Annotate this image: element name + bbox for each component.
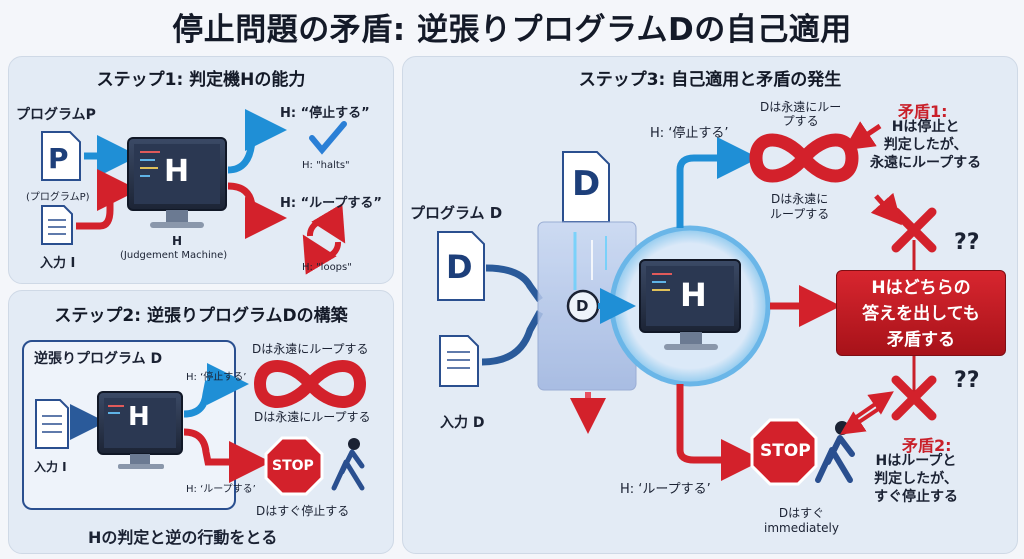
step3-infinity-icon xyxy=(749,133,859,183)
step2-box-title: 逆張りプログラム D xyxy=(34,351,163,367)
step2-loop-branch: H: ‘ループする’ xyxy=(186,484,256,495)
step3-machine-letter: H xyxy=(680,276,707,314)
step3-monitor-icon xyxy=(639,259,741,350)
step3-program-label: プログラム D xyxy=(410,204,503,222)
step3-title: ステップ3: 自己適用と矛盾の発生 xyxy=(578,70,842,90)
step2-footer: Hの判定と逆の行動をとる xyxy=(88,528,278,547)
step3-program-doc-icon xyxy=(437,231,485,301)
step1-title: ステップ1: 判定機Hの能力 xyxy=(96,70,306,90)
step1-machine-name: H xyxy=(172,234,183,248)
cross-icon-top xyxy=(891,207,937,253)
step2-stop-text: STOP xyxy=(272,458,314,474)
step1-halts-caption: H: "halts" xyxy=(302,160,350,171)
step2-halt-branch: H: ‘停止する’ xyxy=(186,372,247,383)
step3-doc-letter-big: D xyxy=(446,248,473,286)
step1-program-doc-icon xyxy=(41,131,81,181)
step3-loop-mid-caption: Dは永遠に ループする xyxy=(770,192,830,221)
step3-loop-branch: H: ‘ループする’ xyxy=(620,482,711,497)
question-marks-top: ?? xyxy=(954,230,980,255)
step1-monitor-icon xyxy=(127,137,227,228)
step3-input-label: 入力 D xyxy=(440,415,485,431)
step2-running-person-icon xyxy=(331,438,365,491)
step1-program-label: プログラムP xyxy=(16,107,96,123)
step1-input-doc-icon xyxy=(41,205,73,245)
step1-program-letter: P xyxy=(48,142,69,175)
step2-loop-caption-bottom: Dは永遠にループする xyxy=(254,410,371,424)
main-title: 停止問題の矛盾: 逆張りプログラムDの自己適用 xyxy=(172,12,852,48)
loop-arrows-icon xyxy=(302,203,346,275)
contradiction1-body: Hは停止と 判定したが、 永遠にループする xyxy=(870,119,982,171)
step2-panel: ステップ2: 逆張りプログラムDの構築 xyxy=(8,290,394,554)
step1-loops-label: H: “ループする” xyxy=(280,196,382,211)
step2-machine-letter: H xyxy=(128,402,150,432)
step1-halts-label: H: “停止する” xyxy=(280,106,370,121)
contradiction-result-box: Hはどちらの 答えを出しても 矛盾する xyxy=(836,270,1006,356)
step2-stop-sign xyxy=(264,436,324,496)
step3-doc-letter: D xyxy=(572,164,601,204)
question-marks-bottom: ?? xyxy=(954,368,980,393)
step1-machine-caption: (Judgement Machine) xyxy=(120,250,228,261)
step3-stop-text: STOP xyxy=(760,441,811,461)
contradiction2-title: 矛盾2: xyxy=(902,436,952,455)
step3-halt-branch: H: ‘停止する’ xyxy=(650,126,729,141)
step3-loop-top-caption: Dは永遠にルー プする xyxy=(760,100,842,128)
step3-stop-sign xyxy=(750,418,818,486)
step3-stop-caption: Dはすぐ immediately xyxy=(764,506,839,535)
step2-monitor-icon xyxy=(97,391,183,469)
step3-d-circle-text: D xyxy=(576,297,589,315)
contradiction-result-text: Hはどちらの 答えを出しても 矛盾する xyxy=(862,278,980,350)
step2-input-doc-icon xyxy=(35,399,69,449)
step1-program-caption: (プログラムP) xyxy=(26,192,90,203)
step1-loops-caption: H: "loops" xyxy=(302,262,352,273)
step2-infinity-icon xyxy=(253,360,367,408)
step2-input-label: 入力 I xyxy=(34,460,67,474)
step2-stop-caption: Dはすぐ停止する xyxy=(256,504,350,518)
cross-icon-bottom xyxy=(891,375,937,421)
step3-doc-d-icon xyxy=(562,151,610,223)
check-icon xyxy=(309,121,347,155)
contradiction2-body: Hはループと 判定したが、 すぐ停止する xyxy=(874,453,958,505)
step2-loop-caption-top: Dは永遠にループする xyxy=(252,342,369,356)
step3-running-person-icon xyxy=(815,421,855,483)
step2-title: ステップ2: 逆張りプログラムDの構築 xyxy=(54,306,348,326)
step1-input-label: 入力 I xyxy=(40,256,76,271)
step3-input-doc-icon xyxy=(439,335,479,387)
contradiction1-title: 矛盾1: xyxy=(898,102,948,121)
step1-machine-letter: H xyxy=(164,154,190,189)
